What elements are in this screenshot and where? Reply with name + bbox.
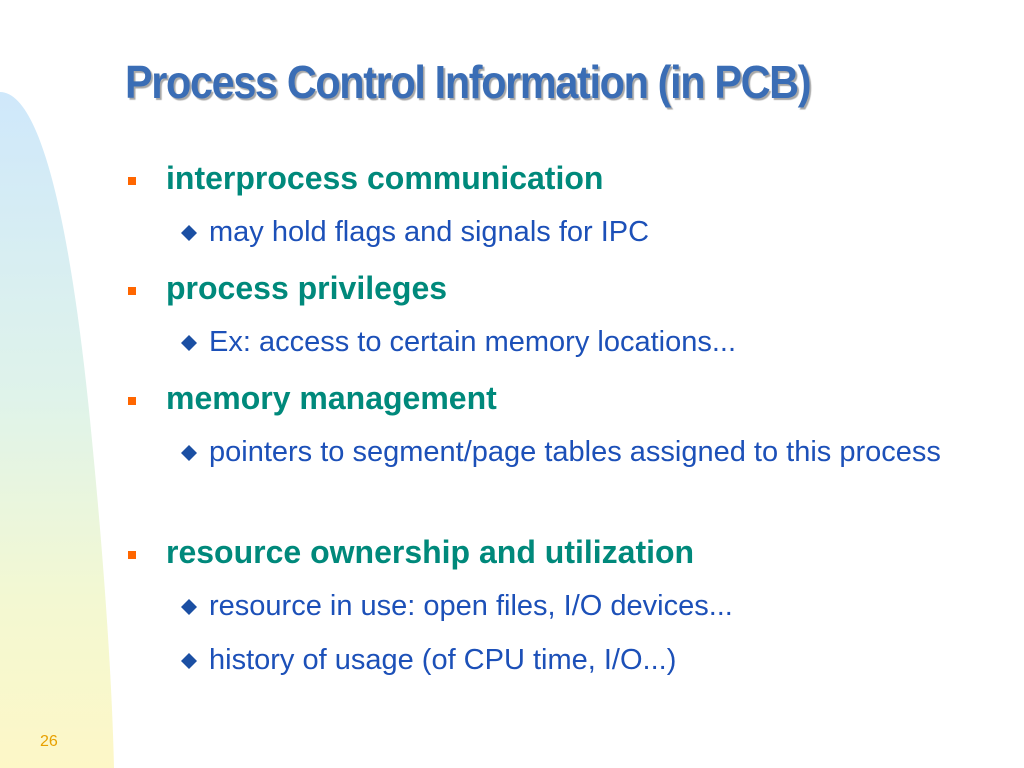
square-bullet-icon: [128, 397, 136, 405]
sub-bullet-text: Ex: access to certain memory locations..…: [209, 326, 737, 358]
square-bullet-icon: [128, 287, 136, 295]
bullet-text: memory management: [166, 380, 497, 416]
sub-bullet-text: history of usage (of CPU time, I/O...): [209, 644, 677, 676]
bullet-text: process privileges: [166, 270, 448, 306]
square-bullet-icon: [128, 177, 136, 185]
bullet-item: memory management: [128, 376, 988, 420]
diamond-bullet-icon: [181, 225, 197, 241]
sub-bullet-text: resource in use: open files, I/O devices…: [209, 590, 733, 622]
bullet-item: process privileges: [128, 266, 988, 310]
sub-bullet-text: may hold flags and signals for IPC: [209, 216, 650, 248]
diamond-bullet-icon: [181, 599, 197, 615]
square-bullet-icon: [128, 551, 136, 559]
slide-title: Process Control Information (in PCB): [125, 56, 811, 108]
bullet-text: interprocess communication: [166, 160, 604, 196]
bullet-item: interprocess communication: [128, 156, 988, 200]
diamond-bullet-icon: [181, 653, 197, 669]
diamond-bullet-icon: [181, 445, 197, 461]
diamond-bullet-icon: [181, 335, 197, 351]
slide-number: 26: [40, 733, 58, 750]
bullet-text: resource ownership and utilization: [166, 534, 695, 570]
bullet-item: resource ownership and utilization: [128, 530, 988, 574]
sub-bullet-text: pointers to segment/page tables assigned…: [209, 436, 941, 468]
